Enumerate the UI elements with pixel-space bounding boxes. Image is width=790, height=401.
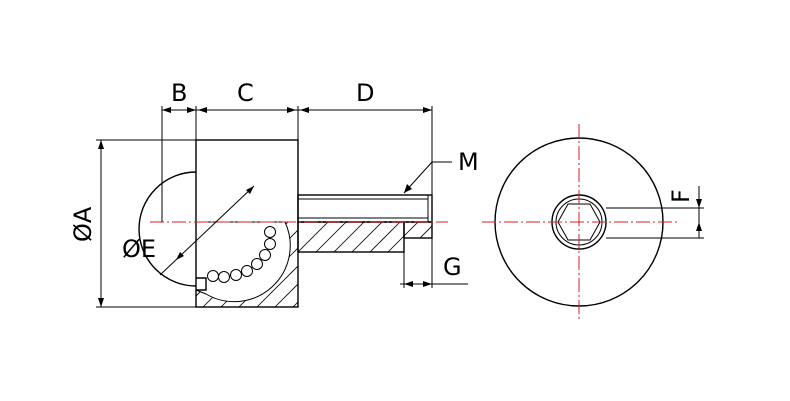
label-m: M [458, 148, 479, 176]
label-a: ØA [69, 206, 97, 242]
shaft-hatching [298, 222, 432, 252]
label-c: C [237, 79, 254, 107]
ball-cavity [195, 221, 291, 303]
main-ball [138, 171, 197, 287]
front-view [482, 124, 704, 320]
label-d: D [356, 79, 374, 107]
threaded-shaft [297, 194, 433, 253]
support-balls [207, 226, 276, 283]
label-f: F [667, 189, 695, 203]
label-e: ØE [122, 235, 156, 263]
label-g: G [443, 253, 462, 281]
dimension-lines [96, 106, 468, 308]
label-b: B [171, 79, 187, 107]
side-view [138, 139, 448, 308]
